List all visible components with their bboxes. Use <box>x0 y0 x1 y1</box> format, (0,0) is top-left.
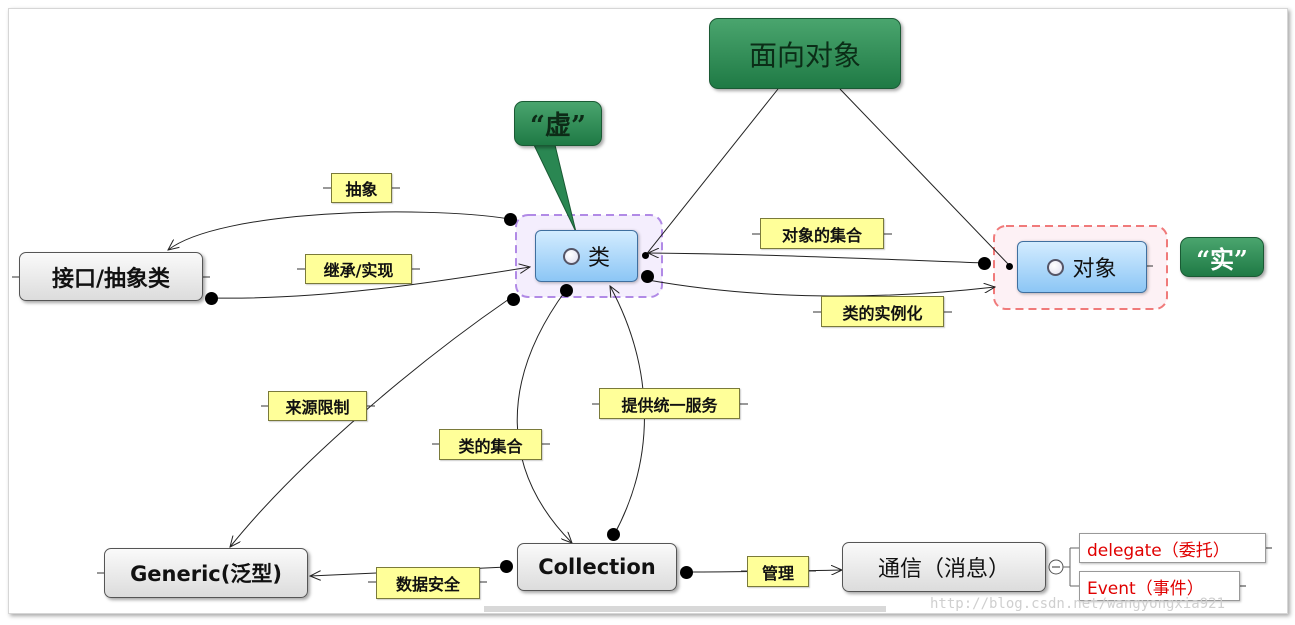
virtual-callout[interactable]: “虚” <box>514 101 602 146</box>
connector-dot <box>507 293 520 306</box>
event-sub-item[interactable]: Event（事件） <box>1079 571 1240 601</box>
sub-items-bracket <box>1063 547 1079 587</box>
connector-dot <box>641 270 654 283</box>
data-safety-label[interactable]: 数据安全 <box>376 567 480 599</box>
connector-dot <box>205 292 218 305</box>
real-callout[interactable]: “实” <box>1180 237 1264 277</box>
ring-icon <box>562 247 580 265</box>
class-node[interactable]: 类 <box>535 230 638 282</box>
abstraction-label-text: 抽象 <box>345 180 378 199</box>
ring-icon <box>1047 258 1065 276</box>
connector-dot <box>560 284 573 297</box>
object-set-label[interactable]: 对象的集合 <box>760 218 884 249</box>
real-callout-label: “实” <box>1196 244 1248 274</box>
object-set-label-text: 对象的集合 <box>781 225 862 245</box>
instantiation-connector <box>647 279 995 297</box>
object-node[interactable]: 对象 <box>1017 241 1147 293</box>
communication-node-label: 通信（消息） <box>877 557 1010 582</box>
watermark: http://blog.csdn.net/wangyongxia921 <box>930 596 1226 612</box>
inheritance-label[interactable]: 继承/实现 <box>305 254 412 284</box>
abstraction-label[interactable]: 抽象 <box>331 173 392 203</box>
oop-to-class-line <box>644 88 779 257</box>
horizontal-scrollbar[interactable] <box>484 606 886 612</box>
generic-node[interactable]: Generic(泛型) <box>104 548 308 598</box>
object-node-label: 对象 <box>1072 257 1117 282</box>
interface-node-label: 接口/抽象类 <box>51 266 171 292</box>
class-node-label: 类 <box>587 246 610 271</box>
collection-node-label: Collection <box>538 555 656 579</box>
connector-dot-small <box>1006 263 1013 270</box>
connector-dot <box>978 257 991 270</box>
communication-node[interactable]: 通信（消息） <box>842 542 1046 592</box>
data-safety-label-text: 数据安全 <box>395 575 460 594</box>
delegate-sub-item[interactable]: delegate（委托） <box>1079 533 1266 563</box>
inheritance-connector <box>211 267 530 299</box>
delegate-label: delegate（委托） <box>1087 540 1230 561</box>
generic-node-label: Generic(泛型) <box>130 562 282 586</box>
connector-dot <box>504 213 517 226</box>
event-label: Event（事件） <box>1087 578 1204 599</box>
class-set-label[interactable]: 类的集合 <box>439 429 542 460</box>
connector-dot <box>680 566 693 579</box>
instantiation-label[interactable]: 类的实例化 <box>821 296 944 327</box>
interface-node[interactable]: 接口/抽象类 <box>19 252 203 301</box>
unified-service-label-text: 提供统一服务 <box>621 395 718 415</box>
oop-node-label: 面向对象 <box>748 38 861 72</box>
oop-to-object-line <box>839 88 1011 267</box>
abstraction-connector <box>168 211 511 250</box>
manage-label-text: 管理 <box>761 563 794 583</box>
virtual-callout-label: “虚” <box>530 111 586 141</box>
source-limit-label[interactable]: 来源限制 <box>268 391 367 421</box>
collection-node[interactable]: Collection <box>517 543 677 591</box>
inheritance-label-text: 继承/实现 <box>323 261 394 280</box>
object-set-connector <box>648 253 986 264</box>
manage-label[interactable]: 管理 <box>747 556 809 587</box>
connector-dot-small <box>642 252 649 259</box>
source-limit-label-text: 来源限制 <box>285 398 350 417</box>
instantiation-label-text: 类的实例化 <box>842 303 923 323</box>
unified-service-label[interactable]: 提供统一服务 <box>599 388 740 419</box>
connector-dot <box>607 528 620 541</box>
class-set-connector <box>516 289 572 543</box>
source-limit-connector <box>230 296 513 547</box>
class-set-label-text: 类的集合 <box>458 436 523 456</box>
diagram-frame <box>8 8 1288 614</box>
connector-dot <box>500 560 513 573</box>
oop-root-node[interactable]: 面向对象 <box>709 18 901 89</box>
